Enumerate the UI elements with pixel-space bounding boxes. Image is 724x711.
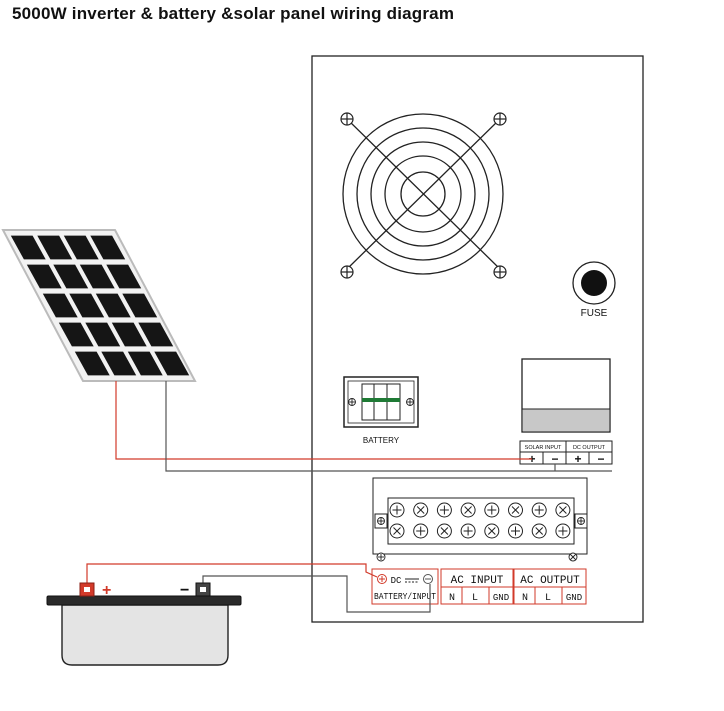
fan-screw-icon — [340, 112, 507, 279]
solar-input-label: SOLAR INPUT — [525, 445, 562, 451]
battery-positive-terminal[interactable]: + — [102, 582, 111, 599]
solar-cell — [63, 235, 99, 260]
solar-negative-wire — [165, 381, 612, 472]
battery-breaker[interactable] — [343, 376, 419, 428]
controller-display — [521, 358, 611, 433]
terminal-screw-icon — [531, 523, 547, 539]
solar-cell — [127, 351, 163, 376]
terminal-screw-icon — [389, 523, 405, 539]
terminal-screw-icon — [436, 502, 452, 518]
dc-output-positive-terminal[interactable]: + — [574, 452, 581, 466]
solar-positive-wire — [115, 381, 532, 460]
battery-negative-wire — [202, 575, 431, 613]
solar-cell — [37, 235, 73, 260]
ac-input-label: AC INPUT — [451, 575, 504, 587]
terminal-screw-icon — [413, 502, 429, 518]
ac-input-gnd-terminal[interactable]: GND — [493, 593, 509, 603]
solar-cell — [90, 235, 126, 260]
terminal-screw-icon — [508, 502, 523, 518]
ac-output-gnd-terminal[interactable]: GND — [566, 593, 582, 603]
fuse-label: FUSE — [581, 308, 608, 319]
cooling-fan — [342, 113, 504, 275]
terminal-screw-icon — [531, 502, 547, 518]
terminal-screw-icon — [484, 502, 500, 518]
battery-breaker-label: BATTERY — [363, 436, 400, 445]
solar-cells — [10, 235, 190, 376]
terminal-screw-icon — [555, 502, 571, 518]
solar-cell — [106, 264, 142, 289]
ac-input-n-terminal[interactable]: N — [449, 593, 455, 604]
terminal-screw-icon — [555, 523, 571, 539]
terminal-screw-icon — [508, 523, 523, 539]
ac-output-l-terminal[interactable]: L — [545, 593, 551, 604]
solar-cell — [26, 264, 62, 289]
terminal-screw-icon — [436, 523, 452, 539]
battery-input-terminal-icon — [377, 574, 433, 584]
terminal-screw-icon — [460, 523, 476, 539]
dc-output-label: DC OUTPUT — [573, 445, 606, 451]
solar-panel — [1, 229, 197, 382]
battery-dc-label: DC — [391, 576, 402, 586]
battery — [46, 582, 242, 666]
terminal-screw-icon — [413, 523, 429, 539]
solar-cell — [79, 264, 115, 289]
ac-input-l-terminal[interactable]: L — [472, 593, 478, 604]
battery-input-label: BATTERY/INPUT — [374, 592, 437, 602]
solar-cell — [58, 322, 94, 347]
solar-cell — [95, 293, 131, 318]
diagram-title: 5000W inverter & battery &solar panel wi… — [12, 4, 455, 23]
solar-cell — [85, 322, 121, 347]
solar-cell — [10, 235, 46, 260]
solar-dc-terminal-block — [519, 440, 613, 465]
dc-output-negative-terminal[interactable]: − — [597, 452, 604, 466]
solar-cell — [122, 293, 158, 318]
solar-negative-terminal[interactable]: − — [551, 452, 558, 466]
solar-cell — [101, 351, 137, 376]
connection-label-panel — [371, 568, 587, 605]
terminal-screw-icon — [460, 502, 476, 518]
solar-cell — [69, 293, 105, 318]
terminal-screw-icon — [484, 523, 500, 539]
terminal-screws — [389, 502, 571, 539]
battery-negative-terminal[interactable]: − — [180, 582, 189, 599]
solar-cell — [53, 264, 89, 289]
ac-output-n-terminal[interactable]: N — [522, 593, 528, 604]
terminal-screw-icon — [389, 502, 405, 518]
inverter-body — [311, 55, 644, 623]
solar-cell — [111, 322, 147, 347]
battery-positive-wire — [86, 563, 378, 583]
ac-output-label: AC OUTPUT — [520, 575, 580, 587]
ac-terminal-strip — [372, 477, 588, 555]
solar-cell — [154, 351, 190, 376]
fuse-holder[interactable] — [572, 261, 616, 305]
solar-cell — [42, 293, 78, 318]
solar-cell — [74, 351, 110, 376]
solar-cell — [138, 322, 174, 347]
strip-mount-screw-icon — [376, 517, 585, 562]
